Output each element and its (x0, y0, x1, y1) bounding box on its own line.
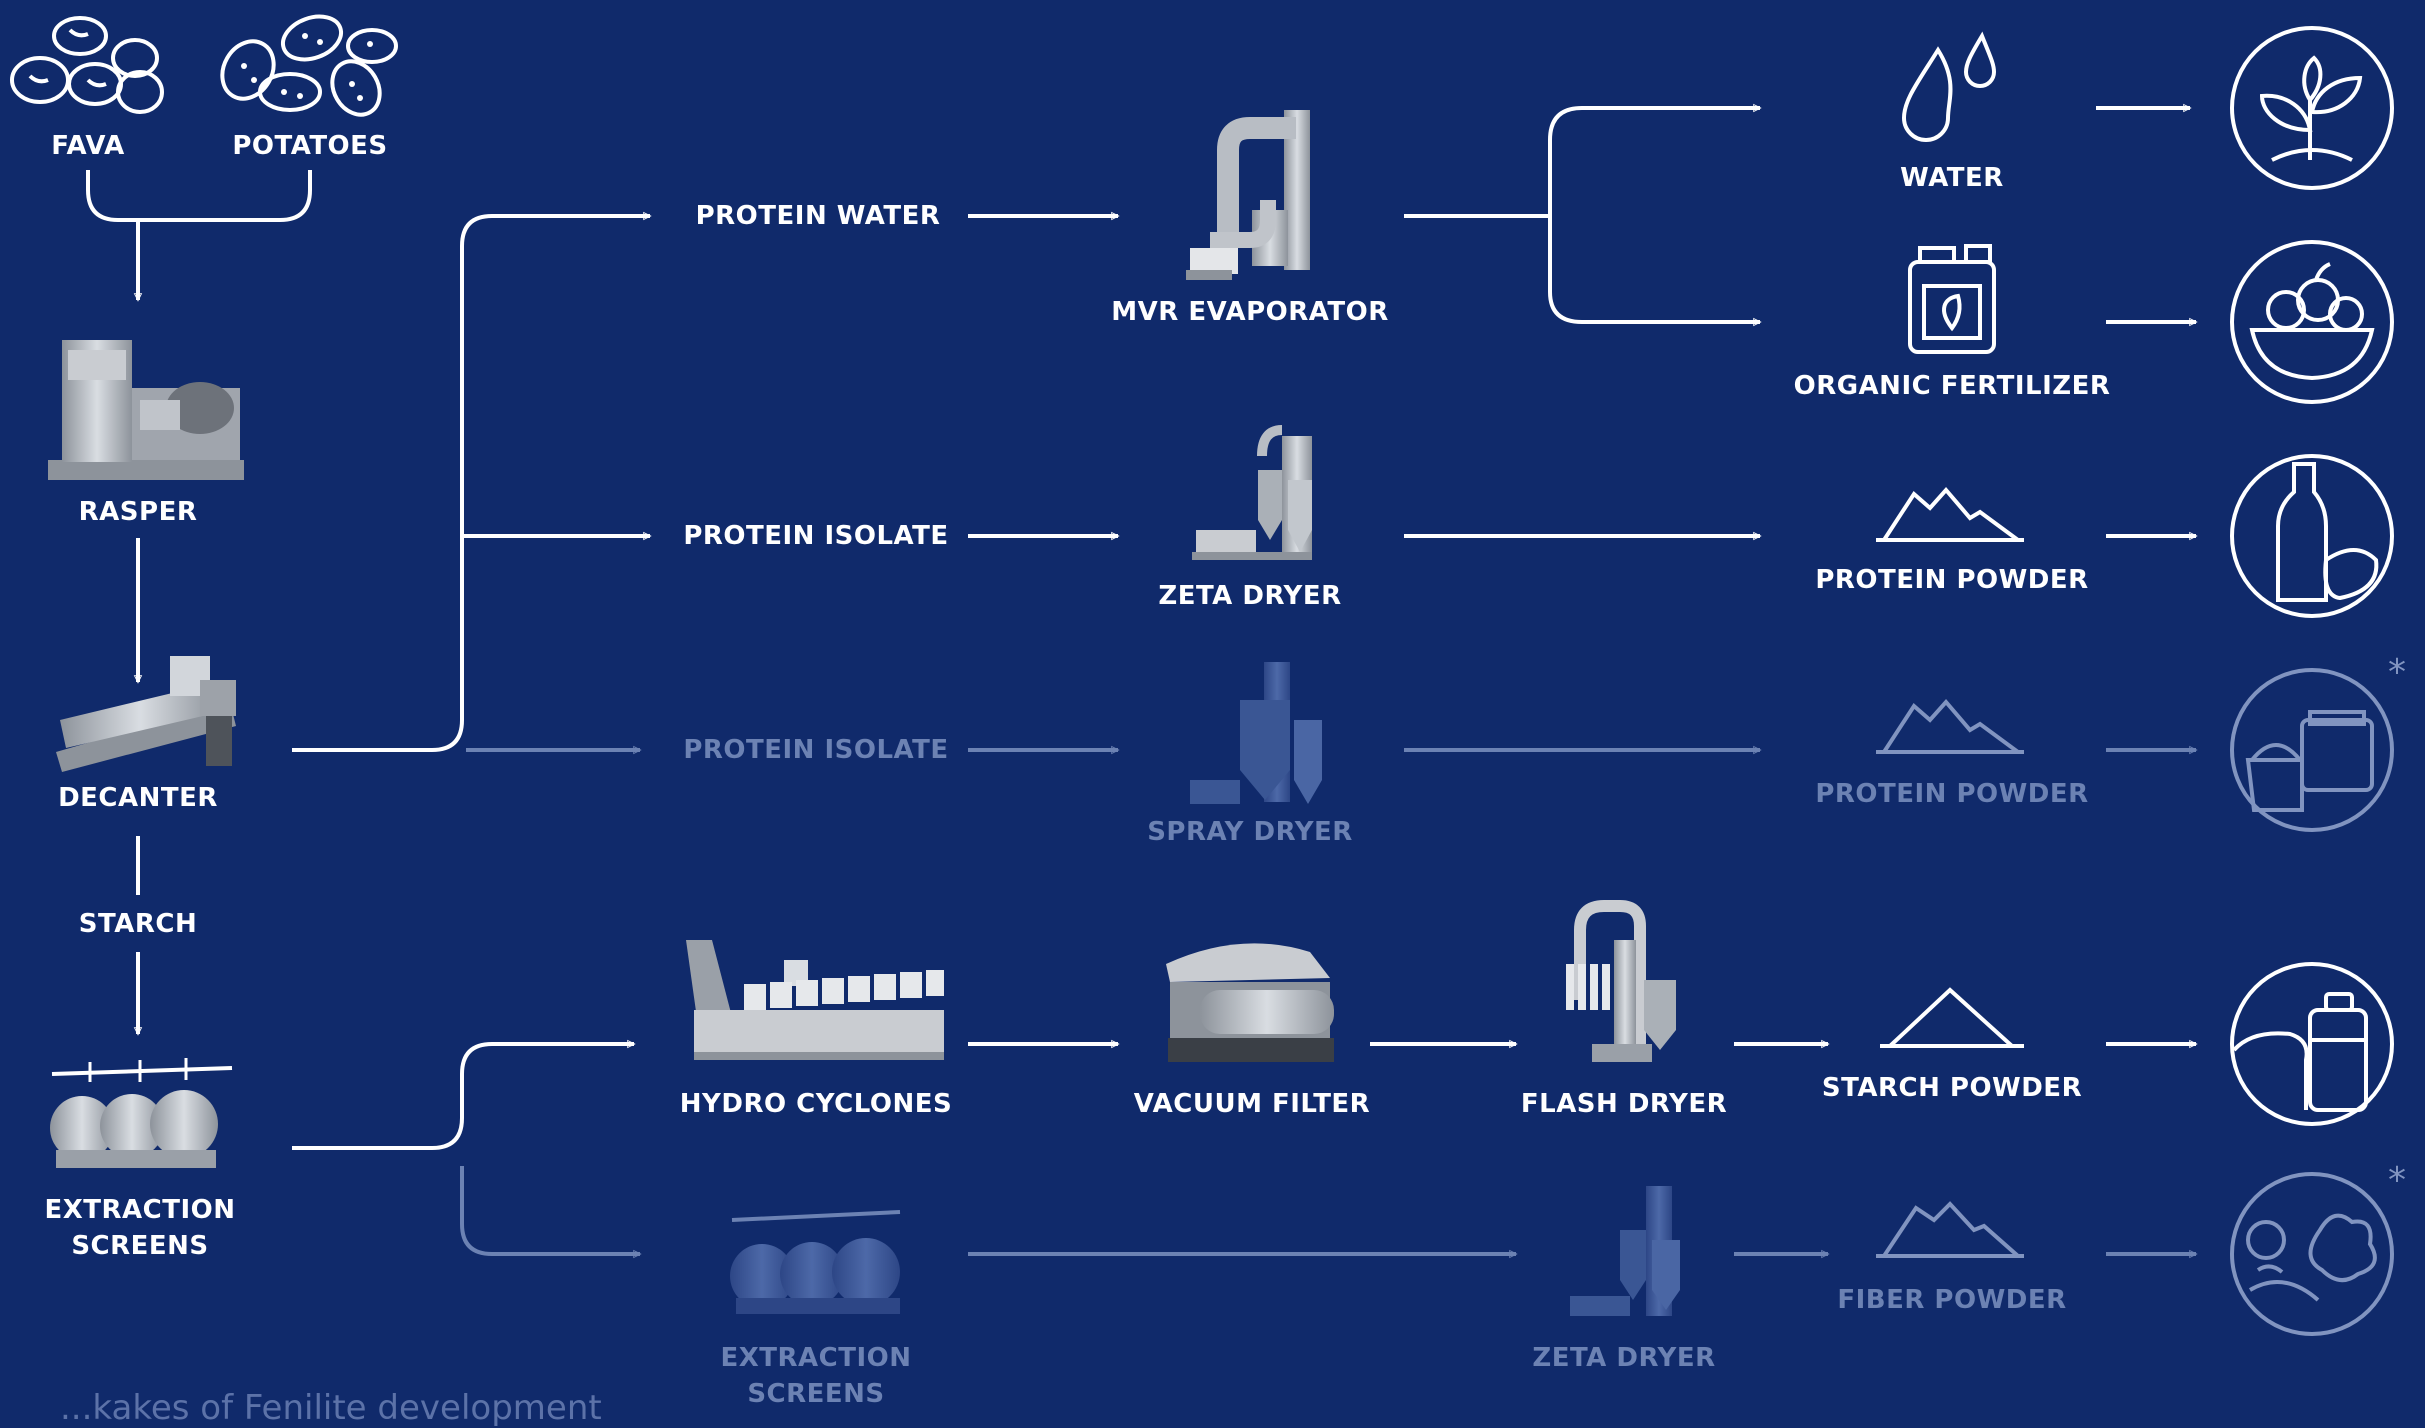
input-merge-lines (86, 170, 312, 1036)
powder-pile-icon (1876, 486, 2025, 542)
vacuum-filter-machine (1166, 943, 1334, 1062)
plant-icon (2230, 26, 2394, 190)
fiber-powder-label: FIBER POWDER (1837, 1285, 2067, 1315)
asterisk-marker: * (2388, 652, 2406, 693)
flash-dryer-label: FLASH DRYER (1520, 1089, 1728, 1119)
mvr-evaporator-label: MVR EVAPORATOR (1111, 297, 1389, 327)
organic-fertilizer-label: ORGANIC FERTILIZER (1793, 371, 2111, 401)
extraction-screens-label: EXTRACTION SCREENS (44, 1195, 236, 1261)
protein-powder-label: PROTEIN POWDER (1815, 565, 2089, 595)
hydro-cyclones-label: HYDRO CYCLONES (679, 1089, 953, 1119)
powder-pile-dim-icon (1876, 698, 2025, 754)
vacuum-filter-label: VACUUM FILTER (1133, 1089, 1371, 1119)
jars-icon (2230, 668, 2394, 832)
potatoes-label: POTATOES (232, 131, 388, 161)
zeta-dryer-dim-label: ZETA DRYER (1532, 1343, 1716, 1373)
bottle-icon (2230, 454, 2394, 618)
water-drop-icon (1901, 31, 1997, 142)
fava-icon (10, 16, 164, 114)
decanter-label: DECANTER (58, 783, 218, 813)
extraction-screens-dim-machine (730, 1210, 901, 1314)
vegetables-icon (2230, 1172, 2394, 1336)
footnote: ...kakes of Fenilite development (60, 1388, 602, 1428)
screens-branch-lines (292, 1039, 2198, 1150)
starch-pile-icon (1880, 987, 2024, 1048)
decanter-machine (56, 656, 236, 772)
protein-powder-dim-label: PROTEIN POWDER (1815, 779, 2089, 809)
spray-dryer-machine (1190, 662, 1322, 804)
zeta-dryer-label: ZETA DRYER (1158, 581, 1342, 611)
fiber-pile-icon (1876, 1201, 2024, 1258)
decanter-branch-lines (292, 103, 2198, 752)
extraction-screens-machine (50, 1058, 233, 1168)
protein-water-label: PROTEIN WATER (695, 201, 941, 231)
zeta-dryer-dim-machine (1570, 1186, 1680, 1316)
zeta-dryer-machine (1192, 425, 1312, 560)
potatoes-icon (220, 14, 398, 117)
bread-icon (2230, 962, 2394, 1126)
water-label: WATER (1900, 163, 2004, 193)
rasper-machine (48, 340, 244, 480)
fertilizer-jug-icon (1908, 244, 1996, 354)
protein-isolate-label: PROTEIN ISOLATE (683, 521, 949, 551)
spray-dryer-label: SPRAY DRYER (1147, 817, 1353, 847)
mvr-evaporator-machine (1186, 110, 1310, 280)
starch-powder-label: STARCH POWDER (1821, 1073, 2083, 1103)
rasper-label: RASPER (78, 497, 198, 527)
hydro-cyclones-machine (686, 940, 944, 1060)
flash-dryer-machine (1566, 900, 1676, 1062)
fiber-branch-lines (460, 1166, 2198, 1259)
fava-label: FAVA (51, 131, 125, 161)
protein-isolate-dim-label: PROTEIN ISOLATE (683, 735, 949, 765)
asterisk-marker: * (2388, 1160, 2406, 1201)
extraction-screens-dim-label: EXTRACTION SCREENS (720, 1343, 912, 1409)
fruit-bowl-icon (2230, 240, 2394, 404)
starch-label: STARCH (78, 909, 198, 939)
